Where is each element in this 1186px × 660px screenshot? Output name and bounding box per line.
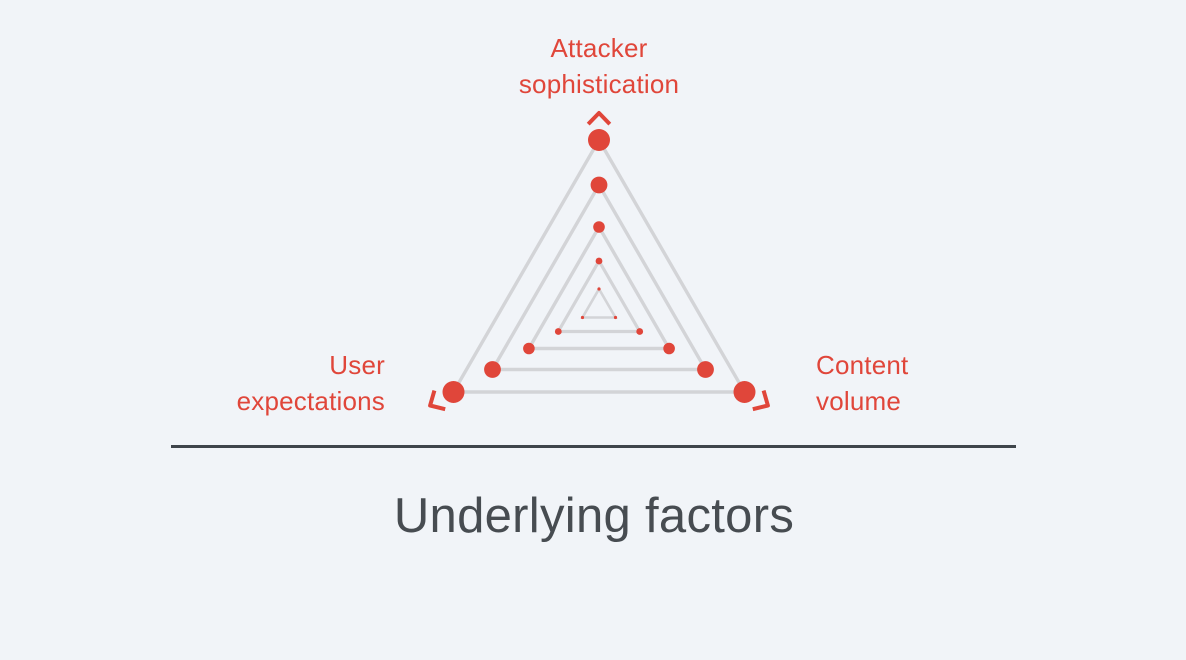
axis-label-content-volume: Content volume bbox=[816, 347, 1116, 419]
axis-label-line: Attacker bbox=[550, 33, 648, 63]
vertex-dot-ring-3-right bbox=[663, 342, 675, 355]
vertex-dot-ring-5-left bbox=[580, 315, 585, 320]
vertex-dot-ring-3-left bbox=[523, 342, 535, 355]
grid-triangle-ring-4 bbox=[555, 257, 643, 334]
vertex-dot-ring-1-top bbox=[588, 129, 610, 151]
axis-label-line: volume bbox=[816, 386, 902, 416]
axis-label-line: sophistication bbox=[518, 69, 680, 99]
vertex-dot-ring-5-top bbox=[597, 287, 601, 291]
axis-label-line: expectations bbox=[236, 386, 385, 416]
axis-label-attacker-sophistication: Attacker sophistication bbox=[449, 30, 749, 102]
vertex-dot-ring-1-left bbox=[442, 381, 465, 403]
grid-triangle-ring-3 bbox=[525, 223, 673, 351]
axis-label-line: Content bbox=[816, 350, 909, 380]
axis-arrow-icon-top bbox=[586, 111, 612, 126]
vertex-dot-ring-3-top bbox=[593, 221, 605, 233]
axis-arrow-icon-left bbox=[428, 390, 446, 412]
vertex-dot-ring-4-left bbox=[554, 328, 562, 335]
grid-triangle-ring-1 bbox=[450, 136, 748, 394]
grid-triangle-ring-5 bbox=[580, 286, 618, 319]
axis-label-user-expectations: User expectations bbox=[85, 347, 385, 419]
vertex-dot-ring-4-top bbox=[595, 257, 603, 265]
vertex-dot-ring-5-right bbox=[613, 315, 618, 320]
axis-arrow-icon-right bbox=[752, 390, 770, 412]
figure-title: Underlying factors bbox=[393, 489, 795, 543]
grid-triangle-ring-2 bbox=[489, 181, 709, 372]
vertex-dot-ring-2-top bbox=[590, 176, 608, 194]
vertex-dot-ring-4-right bbox=[636, 328, 644, 335]
vertex-dot-ring-1-right bbox=[733, 381, 756, 403]
vertex-dot-ring-2-right bbox=[697, 361, 714, 378]
divider-line bbox=[171, 445, 1016, 448]
axis-label-line: User bbox=[329, 350, 385, 380]
vertex-dot-ring-2-left bbox=[484, 361, 501, 378]
